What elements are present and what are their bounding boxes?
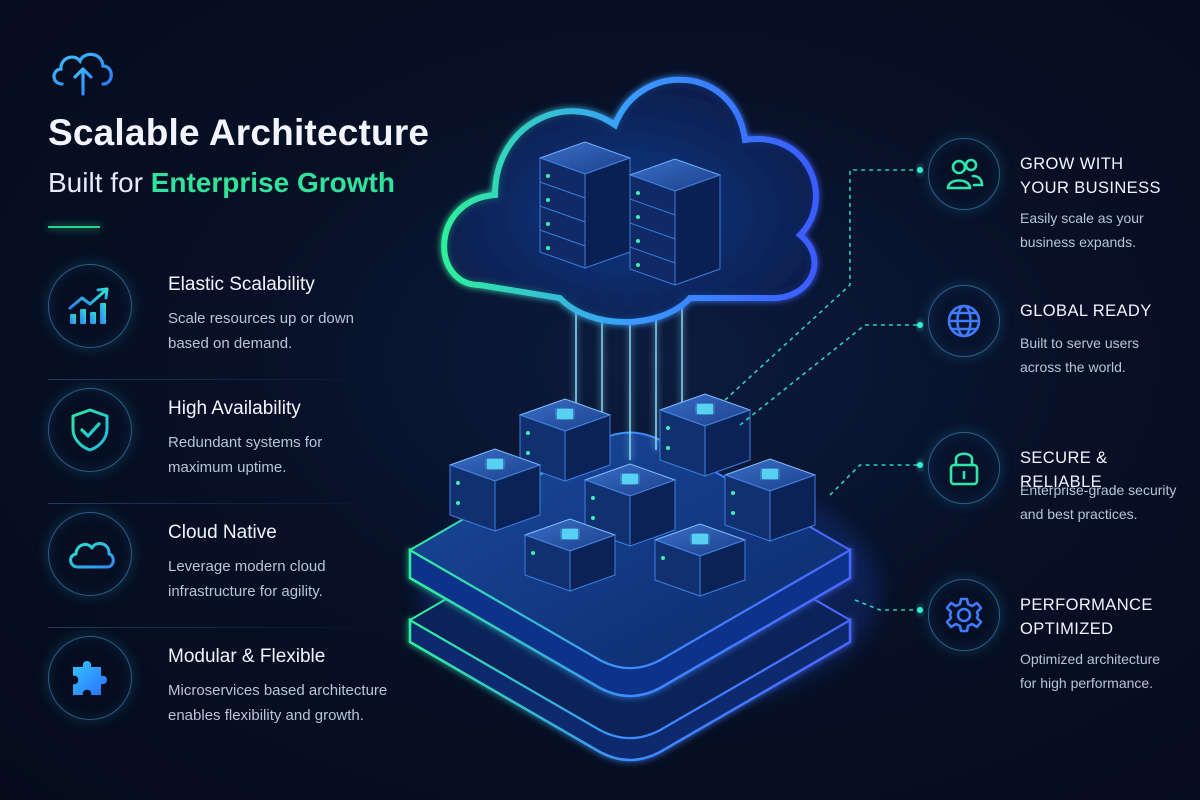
puzzle-icon [73,661,107,695]
subtitle-highlight: Enterprise Growth [150,167,395,198]
shield-check-icon [71,408,109,452]
lock-icon [949,452,979,486]
connector-dots [917,167,923,613]
server-block [653,523,747,597]
divider [48,503,384,504]
feature-title: Elastic Scalability [168,274,315,295]
cloud-server-rack-right [628,158,722,286]
globe-icon [947,304,981,338]
connector-lines [724,169,920,611]
feature-icon-circle [48,512,132,596]
server-block [658,393,752,477]
users-icon [946,158,984,190]
feature-title: High Availability [168,398,301,419]
feature-modular-flexible: Modular & Flexible Microservices based a… [48,628,388,752]
left-feature-list: Elastic Scalability Scale resources up o… [48,256,388,752]
feature-title: Cloud Native [168,522,277,543]
server-block [448,448,542,532]
gear-icon [945,597,983,633]
title-divider [48,226,100,228]
feature-icon-circle [48,388,132,472]
server-block [723,458,817,542]
feature-icon-circle [48,636,132,720]
feature-icon-circle [928,138,1000,210]
page-title: Scalable Architecture [48,112,430,153]
feature-title: Modular & Flexible [168,646,326,667]
divider [48,379,384,380]
feature-title: GLOBAL READY [1020,302,1152,320]
server-block [518,398,612,482]
feature-icon-circle [928,579,1000,651]
feature-title: SECURE & RELIABLE [1020,449,1108,491]
cloud-upload-icon [52,52,113,96]
subtitle-prefix: Built for [48,167,151,198]
feature-icon-circle [928,432,1000,504]
page-subtitle: Built for Enterprise Growth [48,167,395,199]
feature-icon-circle [928,285,1000,357]
growth-chart-icon [68,287,109,324]
cloud-server-illustration [408,76,923,762]
feature-secure-reliable: SECURE & RELIABLE Enterprise-grade secur… [928,432,1188,579]
feature-elastic-scalability: Elastic Scalability Scale resources up o… [48,256,388,380]
server-block [523,518,617,592]
cloud-server-rack-left [538,141,632,269]
feature-icon-circle [48,264,132,348]
divider [48,627,384,628]
cloud-icon [69,541,115,569]
